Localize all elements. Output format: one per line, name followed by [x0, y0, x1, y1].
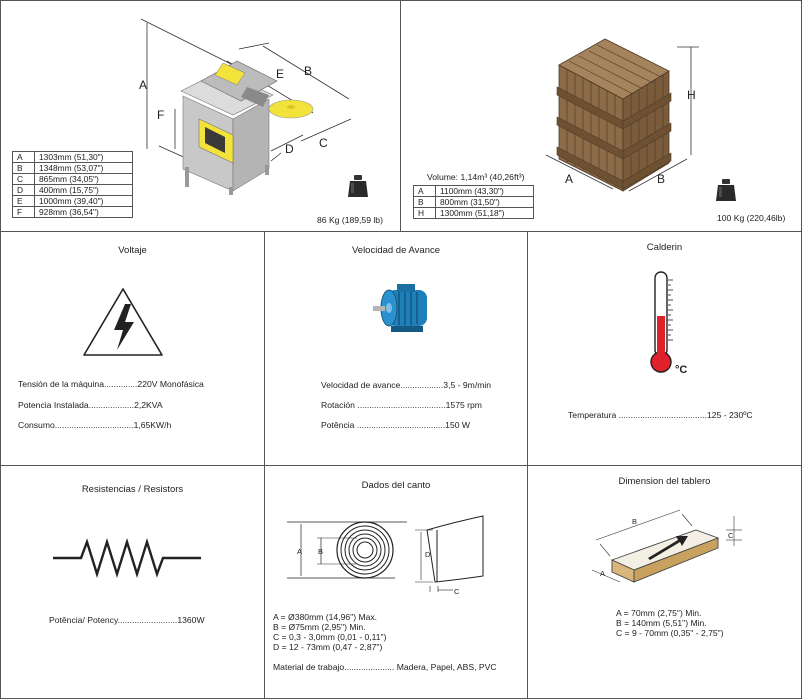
edge-line-1: A = Ø380mm (14,96") Max. — [273, 612, 378, 622]
edge-letter-d: D — [425, 550, 431, 559]
board-line-1: A = 70mm (2,75") Min. — [616, 608, 702, 618]
edge-line-4: D = 12 - 73mm (0,47 - 2,87") — [273, 642, 383, 652]
heater-title: Calderin — [646, 242, 683, 253]
dim-letter-c: C — [319, 136, 328, 150]
resistors-panel: Resistencias / Resistors Potência/ Poten… — [0, 465, 265, 699]
voltage-line-3: Consumo.................................… — [18, 420, 172, 430]
voltage-line-1: Tensión de la máquina..............220V … — [18, 379, 204, 389]
heater-line-1: Temperatura ............................… — [568, 410, 753, 420]
edge-data-panel: Dados del canto A B — [264, 465, 528, 699]
dim-letter-d: D — [285, 142, 294, 156]
board-drawing: B C A — [591, 509, 742, 583]
voltage-title: Voltaje — [118, 245, 147, 256]
board-title: Dimension del tablero — [618, 476, 711, 487]
crate-letter-b: B — [657, 172, 665, 186]
dim-letter-b: B — [304, 64, 312, 78]
edge-roll-drawing: A B D C — [287, 515, 484, 596]
board-letter-a: A — [600, 569, 605, 578]
machine-drawing: A B E F D C — [139, 18, 352, 195]
high-voltage-icon — [83, 288, 163, 356]
resistors-title: Resistencias / Resistors — [81, 484, 184, 495]
crate-weight: 100 Kg (220,46lb) — [717, 213, 786, 223]
dim-letter-f: F — [157, 108, 164, 122]
edge-line-3: C = 0,3 - 3,0mm (0,01 - 0,11") — [273, 632, 387, 642]
dim-letter-a: A — [139, 78, 147, 92]
crate-volume: Volume: 1,14m³ (40,26ft³) — [427, 172, 525, 182]
board-letter-c: C — [728, 531, 734, 540]
board-line-2: B = 140mm (5,51") Min. — [616, 618, 707, 628]
board-dimension-panel: Dimension del tablero B C A A = 70mm (2,… — [527, 465, 802, 699]
resistor-icon — [53, 537, 201, 579]
speed-line-2: Rotación ...............................… — [321, 400, 482, 410]
heater-panel: Calderin °C Temperatura ................… — [527, 231, 802, 466]
crate-drawing: A B H — [545, 38, 699, 192]
heater-unit: °C — [675, 364, 688, 376]
edge-letter-c: C — [454, 587, 460, 596]
speed-title: Velocidad de Avance — [351, 245, 441, 256]
board-line-3: C = 9 - 70mm (0,35" - 2,75") — [616, 628, 724, 638]
edge-title: Dados del canto — [361, 480, 431, 491]
voltage-panel: Voltaje Tensión de la máquina...........… — [0, 231, 265, 466]
machine-weight: 86 Kg (189,59 lb) — [317, 215, 383, 225]
edge-material: Material de trabajo.....................… — [273, 662, 497, 672]
edge-letter-b: B — [318, 547, 323, 556]
resistors-line-1: Potência/ Potency.......................… — [49, 615, 205, 625]
edge-letter-a: A — [297, 547, 302, 556]
voltage-line-2: Potencia Instalada...................2,2… — [18, 400, 163, 410]
electric-motor-icon — [373, 284, 427, 332]
board-letter-b: B — [632, 517, 637, 526]
speed-line-1: Velocidad de avance..................3,5… — [321, 380, 492, 390]
weight-icon — [716, 179, 736, 201]
feed-speed-panel: Velocidad de Avance Velocidad de avance.… — [264, 231, 528, 466]
crate-letter-a: A — [565, 172, 573, 186]
crate-letter-h: H — [687, 88, 696, 102]
thermometer-icon — [650, 271, 673, 373]
speed-line-3: Potência ...............................… — [321, 420, 471, 430]
dim-letter-e: E — [276, 67, 284, 81]
weight-icon — [348, 175, 368, 197]
edge-line-2: B = Ø75mm (2,95") Min. — [273, 622, 366, 632]
